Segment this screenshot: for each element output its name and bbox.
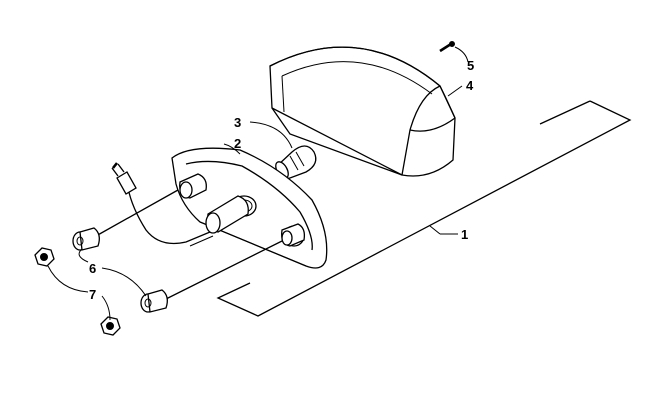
callout-6: 6 — [89, 261, 96, 276]
assembly-outline — [216, 100, 632, 317]
callout-1: 1 — [461, 227, 468, 242]
washer-upper — [72, 227, 100, 251]
assembly-axis-lines — [95, 189, 283, 302]
callout-2: 2 — [234, 136, 241, 151]
lens-cover — [269, 46, 456, 177]
housing-base — [171, 147, 328, 269]
washer-lower — [140, 289, 168, 313]
nut-lower — [100, 316, 121, 336]
callouts: 1 2 3 4 5 6 7 — [89, 58, 474, 302]
leader-lines — [47, 46, 469, 321]
wiring-harness — [111, 162, 214, 247]
callout-7: 7 — [89, 287, 96, 302]
callout-4: 4 — [466, 78, 474, 93]
screw — [439, 41, 455, 53]
nut-upper — [34, 247, 55, 267]
callout-3: 3 — [234, 115, 241, 130]
callout-5: 5 — [467, 58, 474, 73]
